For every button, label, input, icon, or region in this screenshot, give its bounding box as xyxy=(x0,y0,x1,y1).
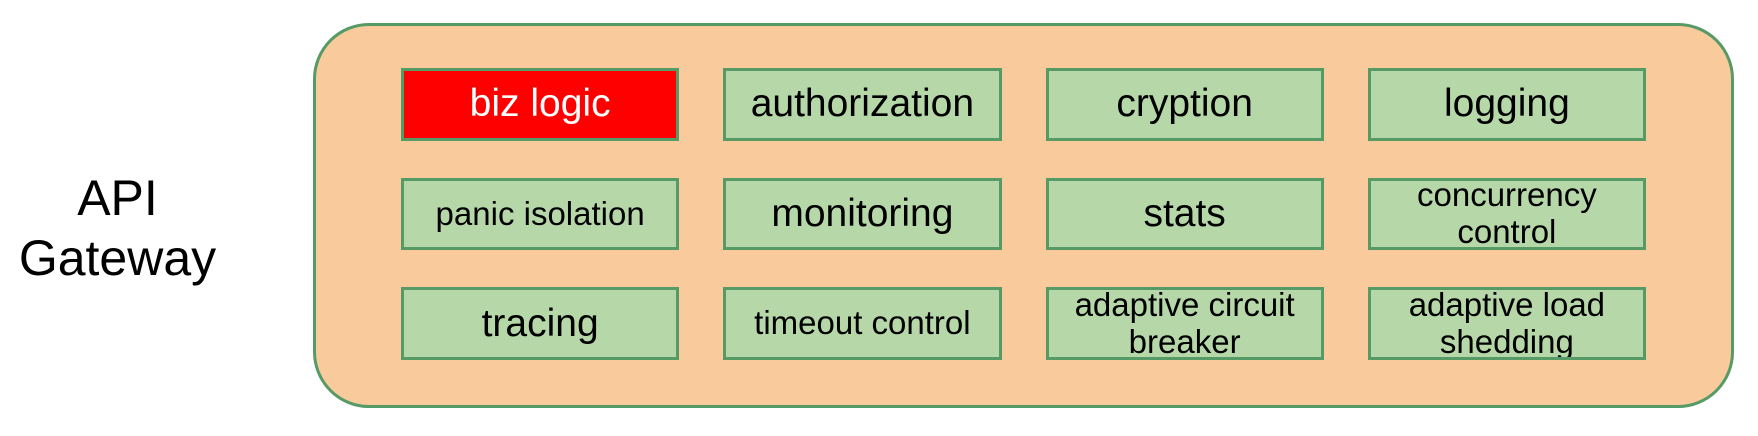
api-gateway-title: API Gateway xyxy=(0,168,235,288)
feature-box-concurrency-control: concurrency control xyxy=(1367,177,1646,251)
api-gateway-container: biz logic authorization cryption logging… xyxy=(313,23,1734,408)
feature-box-timeout-control: timeout control xyxy=(723,287,1002,360)
feature-box-adaptive-load-shedding: adaptive load shedding xyxy=(1367,287,1646,360)
api-gateway-title-line-2: Gateway xyxy=(18,230,217,286)
feature-box-tracing: tracing xyxy=(401,287,680,360)
feature-box-authorization: authorization xyxy=(723,68,1002,141)
feature-box-monitoring: monitoring xyxy=(723,177,1002,251)
feature-box-adaptive-circuit-breaker: adaptive circuit breaker xyxy=(1045,287,1324,360)
feature-box-stats: stats xyxy=(1045,177,1324,251)
feature-box-cryption: cryption xyxy=(1045,68,1324,141)
feature-box-logging: logging xyxy=(1367,68,1646,141)
feature-box-panic-isolation: panic isolation xyxy=(401,177,680,251)
feature-grid: biz logic authorization cryption logging… xyxy=(401,68,1646,360)
feature-box-biz-logic: biz logic xyxy=(401,68,680,141)
api-gateway-title-line-1: API xyxy=(77,170,158,226)
